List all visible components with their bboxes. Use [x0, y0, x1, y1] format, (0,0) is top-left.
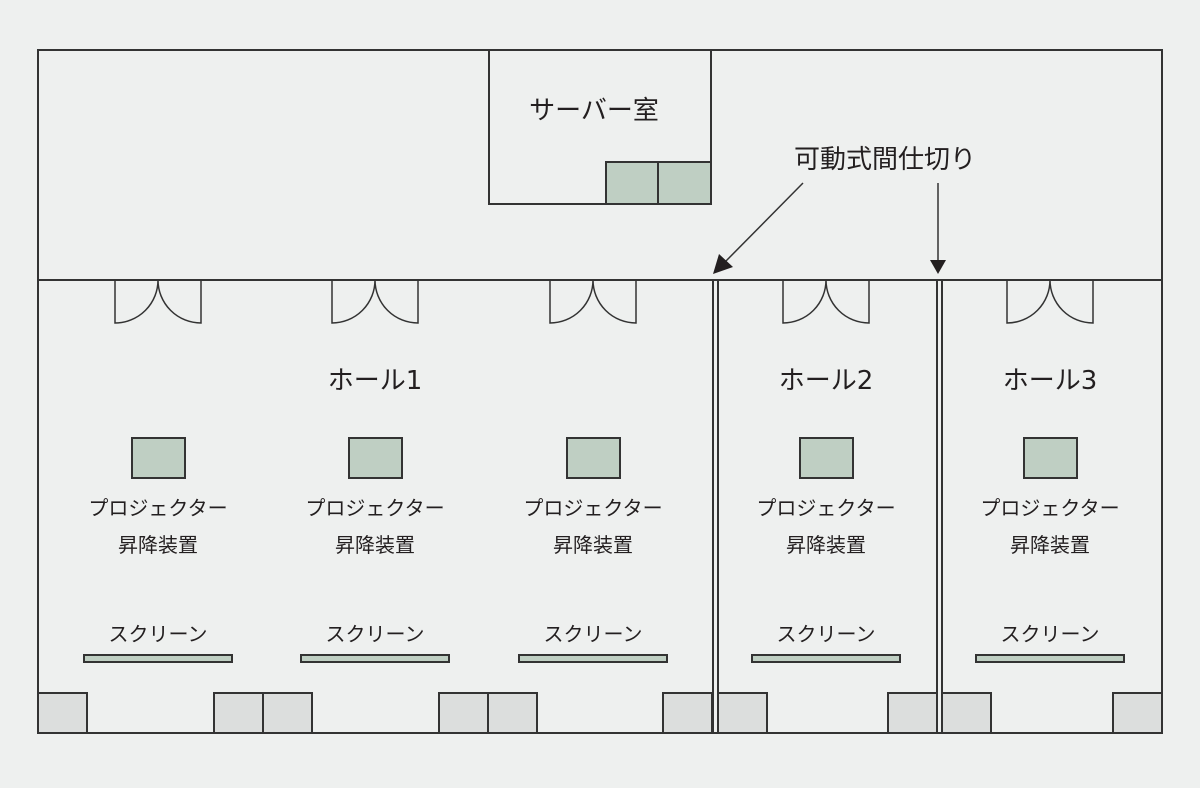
server-rack: [657, 161, 712, 205]
storage-unit: [213, 692, 264, 734]
projector-label-line2: 昇降装置: [786, 533, 866, 557]
projector-label-line1: プロジェクター: [305, 496, 444, 520]
screen-label: スクリーン: [544, 622, 643, 646]
server-room: サーバー室: [488, 49, 712, 205]
screen: [300, 654, 450, 663]
hall-2-label: ホール2: [779, 366, 874, 396]
movable-partitions: 可動式間仕切り: [712, 145, 976, 733]
double-door-icon: [782, 279, 870, 324]
screen-label: スクリーン: [326, 622, 425, 646]
double-door-icon: [331, 279, 419, 324]
screen-label: スクリーン: [109, 622, 208, 646]
arrow-head-icon: [930, 260, 946, 274]
screen: [518, 654, 668, 663]
storage-unit: [438, 692, 489, 734]
partition-label: 可動式間仕切り: [794, 145, 976, 175]
arrow-head-icon: [713, 254, 733, 274]
storage-unit: [887, 692, 938, 734]
screen-label: スクリーン: [1001, 622, 1100, 646]
storage-unit: [717, 692, 768, 734]
storage-unit: [487, 692, 538, 734]
projector-label-line1: プロジェクター: [523, 496, 662, 520]
server-rack: [605, 161, 659, 205]
projector-lift: [799, 437, 854, 479]
screen-label: スクリーン: [777, 622, 876, 646]
projector-lift: [348, 437, 403, 479]
double-door-icon: [114, 279, 202, 324]
hall-3-label: ホール3: [1003, 366, 1098, 396]
projector-label-line2: 昇降装置: [118, 533, 198, 557]
projector-label-line2: 昇降装置: [553, 533, 633, 557]
projector-label-line1: プロジェクター: [756, 496, 895, 520]
storage-unit: [37, 692, 88, 734]
projector-lift: [1023, 437, 1078, 479]
storage-unit: [1112, 692, 1163, 734]
storage-unit: [662, 692, 713, 734]
arrow-line: [724, 182, 804, 263]
projector-lift: [566, 437, 621, 479]
screen: [751, 654, 901, 663]
projector-label-line2: 昇降装置: [1010, 533, 1090, 557]
projector-lift: [131, 437, 186, 479]
screen: [83, 654, 233, 663]
double-door-icon: [1006, 279, 1094, 324]
storage-unit: [262, 692, 313, 734]
double-door-icon: [549, 279, 637, 324]
server-room-label: サーバー室: [529, 96, 659, 126]
projector-label-line2: 昇降装置: [335, 533, 415, 557]
projector-label-line1: プロジェクター: [980, 496, 1119, 520]
hall-1-label: ホール1: [328, 366, 423, 396]
screen: [975, 654, 1125, 663]
projector-label-line1: プロジェクター: [88, 496, 227, 520]
storage-unit: [941, 692, 992, 734]
